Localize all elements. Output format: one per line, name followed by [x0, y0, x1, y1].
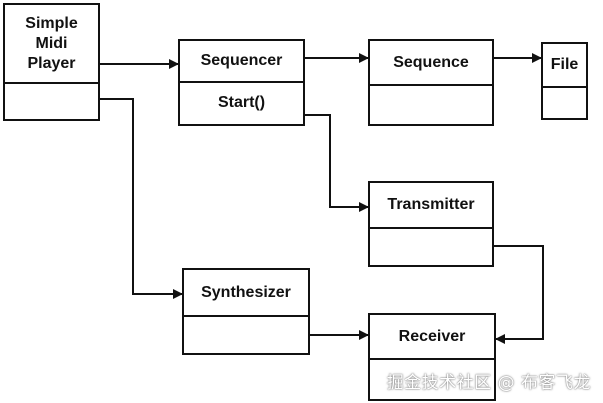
file-title: File [550, 56, 579, 73]
receiver-box: Receiver [368, 313, 496, 401]
synthesizer-title: Synthesizer [201, 283, 291, 301]
sequencer-divider [180, 81, 303, 83]
file-divider [543, 86, 586, 88]
arrow-sequencer-to-transmitter [305, 114, 369, 212]
transmitter-divider [370, 227, 492, 229]
receiver-title: Receiver [398, 327, 466, 345]
arrow-player-to-synthesizer [100, 98, 183, 299]
sequence-box: Sequence [368, 39, 494, 126]
simple-midi-player-box: Simple Midi Player [3, 3, 100, 121]
sequencer-title: Sequencer [200, 52, 283, 69]
transmitter-box: Transmitter [368, 181, 494, 267]
synthesizer-divider [184, 315, 308, 317]
watermark-text: 掘金技术社区 @ 布客飞龙 [386, 373, 591, 393]
synthesizer-box: Synthesizer [182, 268, 310, 355]
sequencer-method-start: Start() [217, 94, 266, 111]
simple-midi-player-title: Simple Midi Player [25, 14, 78, 72]
simple-midi-player-divider [5, 82, 98, 84]
receiver-divider [370, 358, 494, 360]
transmitter-title: Transmitter [387, 196, 475, 213]
sequencer-box: Sequencer Start() [178, 39, 305, 126]
arrow-transmitter-to-receiver [494, 245, 544, 344]
sequence-title: Sequence [393, 53, 469, 71]
file-box: File [541, 42, 588, 120]
sequence-divider [370, 84, 492, 86]
